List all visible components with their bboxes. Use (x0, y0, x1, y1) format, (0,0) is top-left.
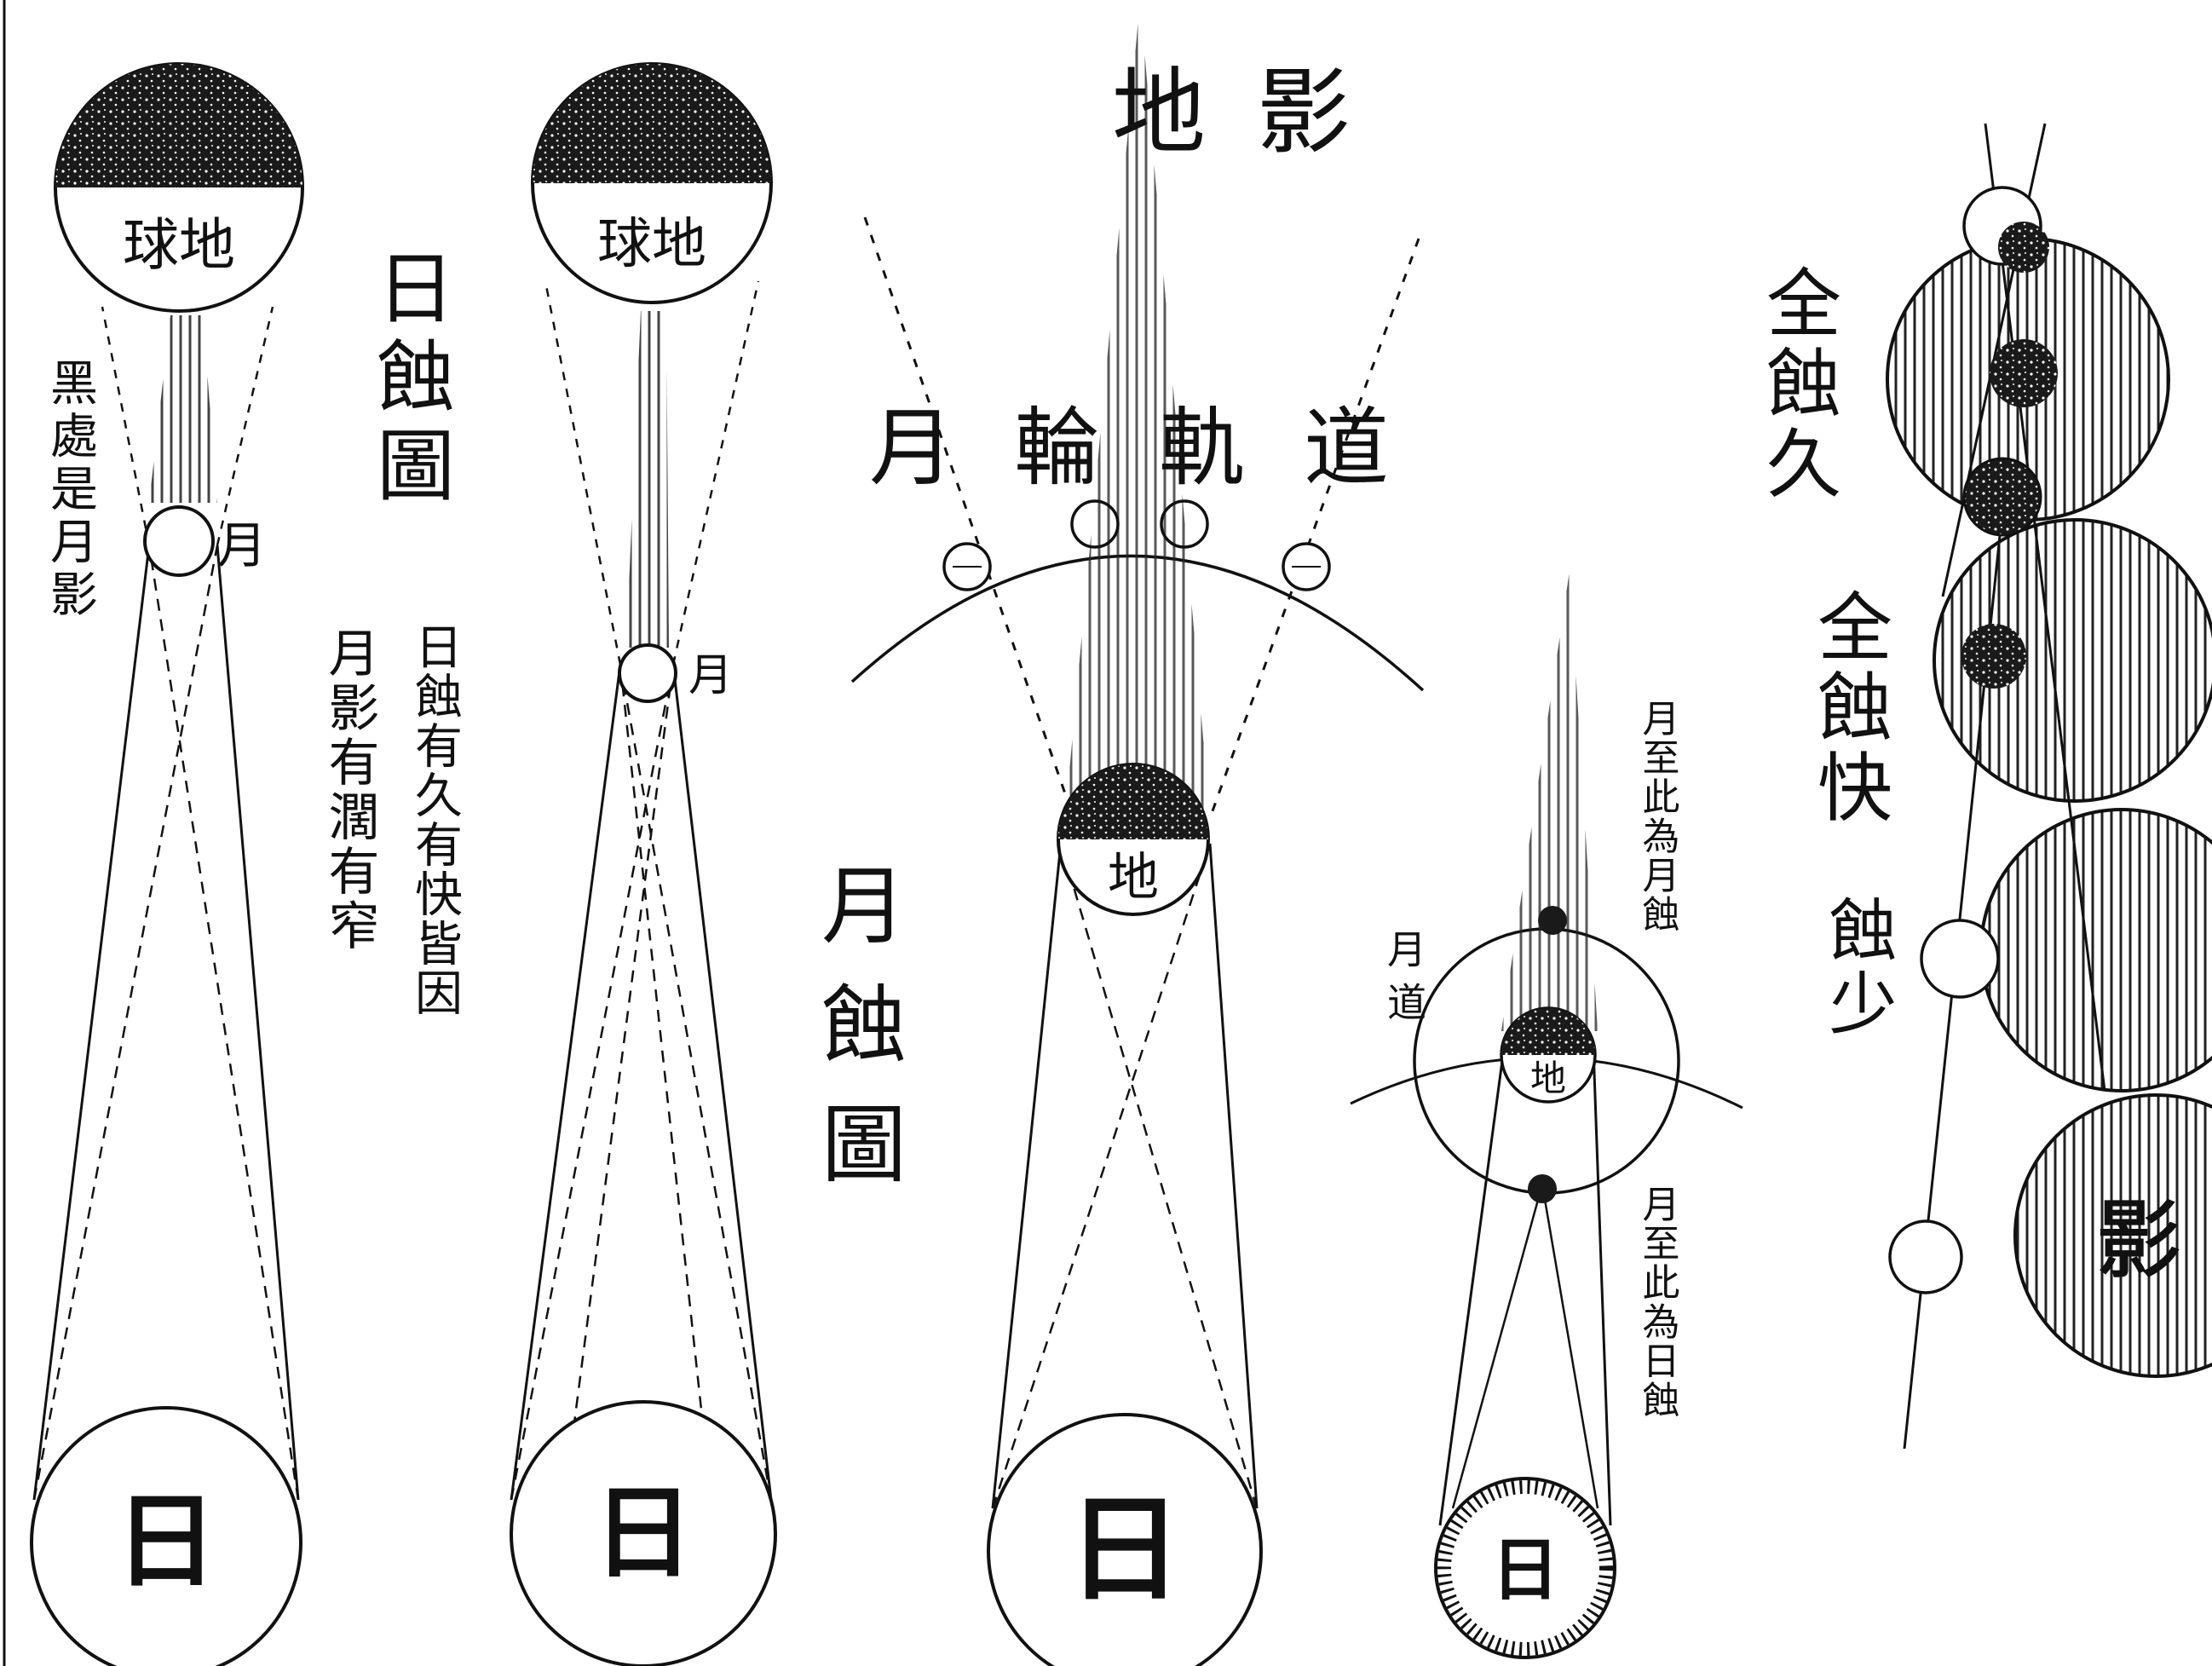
moon-eclipsed-1 (1998, 222, 2049, 273)
sun-circle (1434, 1477, 1616, 1659)
moon-orbit-label: 月輪軌道 (869, 398, 1449, 498)
earth-night-side (55, 64, 302, 187)
solar-eclipse-diagram-2: 球地 月 日 (510, 62, 777, 1666)
earth-night-side (1501, 1008, 1595, 1055)
moon-label: 月 (688, 650, 733, 701)
earth-shadow-label: 地影 (1112, 58, 1402, 167)
sun-circle (30, 1406, 302, 1666)
orbit-label: 月道 (1381, 929, 1427, 1035)
solar-eclipse-title: 日蝕圖 (364, 247, 455, 513)
moon-eclipsed-4 (1961, 624, 2026, 689)
moon-position-3 (1160, 499, 1209, 549)
eclipsed-moon (1538, 906, 1567, 935)
sun-label: 日 (115, 1481, 217, 1601)
solar-eclipse-moon (1528, 1174, 1557, 1203)
earth-label: 地 (1530, 1058, 1566, 1099)
lunar-eclipse-diagram: 地 日 地影 月輪軌道 月蝕圖 (807, 0, 1449, 1666)
shadow-note: 黑處是月影 (43, 358, 98, 622)
earth-label: 球地 (597, 213, 706, 276)
solar-eclipse-caption: 日蝕圖 月影有濶有窄 日蝕有久有快皆因 (320, 247, 463, 1017)
solar-note-sub: 月影有濶有窄 (320, 626, 379, 954)
earth-shadow-cone (1501, 571, 1598, 1031)
moon-shadow-cone (626, 311, 669, 648)
moon-shadow-cone (149, 315, 217, 503)
earth-night-side (533, 64, 771, 183)
sun-circle (987, 1413, 1263, 1666)
shadow-disc-2 (1933, 518, 2212, 803)
partial-label: 蝕少 (1818, 895, 1898, 1041)
moon-label: 月 (217, 516, 267, 574)
sun-label: 日 (593, 1473, 694, 1592)
sun-rays-ring (1437, 1480, 1613, 1656)
moon-position-2 (1070, 499, 1120, 549)
lunar-eclipse-title: 月蝕圖 (807, 861, 907, 1219)
earth-label: 球地 (123, 212, 235, 278)
lunar-eclipse-note: 月至此為月蝕 (1636, 699, 1679, 934)
earth-label: 地 (1108, 848, 1159, 908)
total-long-label: 全蝕久 (1754, 264, 1842, 504)
moon-outside-3 (1888, 1219, 1963, 1294)
moon-eclipsed-3 (1962, 457, 2042, 537)
moon-circle (143, 505, 215, 577)
moon-circle (618, 643, 677, 703)
shadow-disc-3 (1979, 808, 2212, 1092)
earth-night-side (1058, 764, 1208, 839)
solar-note-main: 日蝕有久有快皆因 (407, 622, 463, 1017)
eclipse-duration-diagram: 全蝕久 全蝕快 蝕少 影 (1754, 123, 2212, 1450)
small-eclipse-diagram: 地 日 月道 月至此為月蝕 月至此為日蝕 (1350, 571, 1743, 1659)
shadow-label: 影 (2096, 1190, 2181, 1290)
moon-outside-2 (1920, 919, 2000, 999)
total-fast-label: 全蝕快 (1806, 588, 1893, 828)
earth-shadow-cone (1065, 0, 1210, 818)
solar-eclipse-note: 月至此為日蝕 (1636, 1185, 1679, 1420)
sun-label: 日 (1068, 1481, 1183, 1617)
moon-eclipsed-2 (1990, 339, 2058, 407)
sun-label: 日 (1491, 1530, 1559, 1610)
shadow-disc-4 (2013, 1093, 2212, 1378)
solar-eclipse-diagram-1: 球地 月 日 黑處是月影 (30, 62, 304, 1666)
sun-circle (510, 1400, 777, 1666)
